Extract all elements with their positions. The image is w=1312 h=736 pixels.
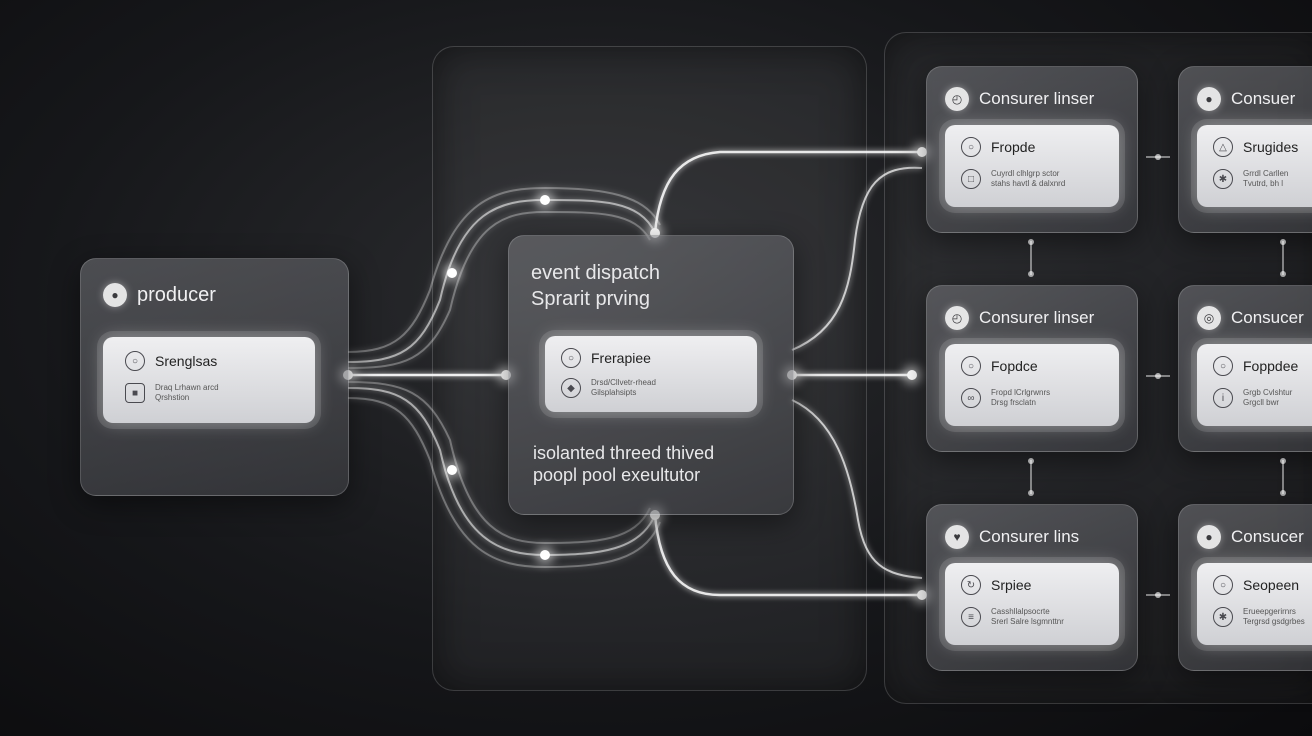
wire-node bbox=[650, 510, 660, 520]
consumer-card[interactable]: ○Seopeen ✱Erueepgerirnrs Tergrsd gsdgrbe… bbox=[1197, 563, 1312, 645]
diamond-icon: ◆ bbox=[561, 378, 581, 398]
consumer-node[interactable]: ● Consuer △Srugides ✱Grrdl Carllen Tvutr… bbox=[1178, 66, 1312, 233]
refresh-icon: ↻ bbox=[961, 575, 981, 595]
search-icon: ○ bbox=[961, 137, 981, 157]
search-icon: ○ bbox=[1213, 356, 1233, 376]
consumer-node[interactable]: ◴ Consurer linser ○Fropde □Cuyrdl clhlgr… bbox=[926, 66, 1138, 233]
producer-title: ● producer bbox=[103, 283, 216, 307]
dispatch-caption: isolanted threed thived poopl pool exeul… bbox=[533, 443, 715, 485]
producer-node[interactable]: ● producer ○ Srenglsas ■ Draq Lrhawn arc… bbox=[80, 258, 349, 496]
link-icon: ∞ bbox=[961, 388, 981, 408]
vertical-connector bbox=[1280, 458, 1285, 496]
vertical-connector bbox=[1028, 458, 1033, 496]
lock-icon: □ bbox=[961, 169, 981, 189]
consumer-node[interactable]: ◴ Consurer linser ○Fopdce ∞Fropd lCrlgrw… bbox=[926, 285, 1138, 452]
vertical-connector bbox=[1280, 239, 1285, 277]
producer-card[interactable]: ○ Srenglsas ■ Draq Lrhawn arcd Qrshstion bbox=[103, 337, 315, 423]
consumer-node[interactable]: ● Consucer ○Seopeen ✱Erueepgerirnrs Terg… bbox=[1178, 504, 1312, 671]
horizontal-connector bbox=[1146, 375, 1170, 377]
info-icon: i bbox=[1213, 388, 1233, 408]
consumer-card[interactable]: ○Fropde □Cuyrdl clhlgrp sctor stahs havt… bbox=[945, 125, 1119, 207]
wire-node bbox=[501, 370, 511, 380]
gear-icon: ✱ bbox=[1213, 169, 1233, 189]
wire-node bbox=[447, 268, 457, 278]
heart-icon: ♥ bbox=[945, 525, 969, 549]
wire-node bbox=[917, 590, 927, 600]
wire-node bbox=[907, 370, 917, 380]
consumer-title: ● Consucer bbox=[1197, 525, 1304, 549]
clock-icon: ◴ bbox=[945, 87, 969, 111]
search-icon: ○ bbox=[961, 356, 981, 376]
wire-node bbox=[540, 195, 550, 205]
search-icon: ○ bbox=[125, 351, 145, 371]
dispatch-node[interactable]: event dispatch Sprarit prving ○ Frerapie… bbox=[508, 235, 794, 515]
consumer-title: ● Consuer bbox=[1197, 87, 1295, 111]
consumer-card[interactable]: △Srugides ✱Grrdl Carllen Tvutrd, bh l bbox=[1197, 125, 1312, 207]
horizontal-connector bbox=[1146, 594, 1170, 596]
triangle-icon: △ bbox=[1213, 137, 1233, 157]
consumer-title: ♥ Consurer lins bbox=[945, 525, 1079, 549]
horizontal-connector bbox=[1146, 156, 1170, 158]
wire-node bbox=[650, 228, 660, 238]
gear-icon: ✱ bbox=[1213, 607, 1233, 627]
search-icon: ○ bbox=[1213, 575, 1233, 595]
chat-bubble-icon: ● bbox=[1197, 525, 1221, 549]
dispatch-card[interactable]: ○ Frerapiee ◆ Drsd/Cllvetr-rhead Gilspla… bbox=[545, 336, 757, 412]
wire-node bbox=[917, 147, 927, 157]
target-icon: ◎ bbox=[1197, 306, 1221, 330]
database-icon: ≡ bbox=[961, 607, 981, 627]
wire-node bbox=[540, 550, 550, 560]
consumer-card[interactable]: ↻Srpiee ≡Casshllalpsocrte Srerl Salre ls… bbox=[945, 563, 1119, 645]
clock-icon: ◴ bbox=[945, 306, 969, 330]
dispatch-title: event dispatch Sprarit prving bbox=[531, 262, 660, 310]
search-icon: ○ bbox=[561, 348, 581, 368]
consumer-title: ◎ Consucer bbox=[1197, 306, 1304, 330]
chat-bubble-icon: ● bbox=[1197, 87, 1221, 111]
consumer-title: ◴ Consurer linser bbox=[945, 306, 1094, 330]
consumer-node[interactable]: ♥ Consurer lins ↻Srpiee ≡Casshllalpsocrt… bbox=[926, 504, 1138, 671]
consumer-card[interactable]: ○Fopdce ∞Fropd lCrlgrwnrs Drsg frsclatn bbox=[945, 344, 1119, 426]
vertical-connector bbox=[1028, 239, 1033, 277]
window-icon: ■ bbox=[125, 383, 145, 403]
wire-node bbox=[447, 465, 457, 475]
consumer-title: ◴ Consurer linser bbox=[945, 87, 1094, 111]
chat-bubble-icon: ● bbox=[103, 283, 127, 307]
